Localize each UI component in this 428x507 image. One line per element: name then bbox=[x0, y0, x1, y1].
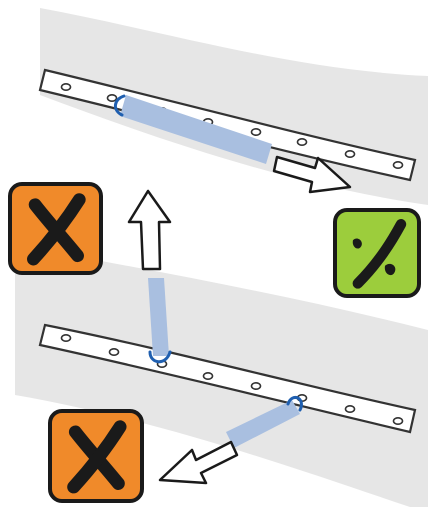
rail-hole bbox=[344, 150, 356, 159]
strap-hook-icon bbox=[148, 350, 172, 364]
rail-hole bbox=[344, 404, 356, 413]
rail-hole bbox=[250, 381, 262, 390]
strap-upward bbox=[148, 278, 172, 364]
upper-media-band bbox=[40, 8, 428, 205]
rail-hole bbox=[202, 371, 214, 380]
strap-hook-icon bbox=[114, 94, 126, 117]
arrow-down-left-icon bbox=[158, 440, 239, 485]
rail-hole bbox=[106, 94, 118, 103]
rail-hole bbox=[392, 416, 404, 425]
rail-hole bbox=[60, 83, 72, 92]
rail-hole bbox=[60, 333, 72, 342]
rail-hole bbox=[250, 128, 262, 137]
arrow-along-rail-icon bbox=[272, 155, 352, 194]
strap-along-rail bbox=[114, 94, 272, 164]
arrow-up-icon bbox=[127, 189, 172, 271]
rail-hole bbox=[296, 138, 308, 147]
strap-away-from-rail bbox=[226, 395, 303, 448]
rail-hole bbox=[392, 161, 404, 170]
rail-hole bbox=[108, 347, 120, 356]
strap-hook-icon bbox=[286, 395, 303, 412]
